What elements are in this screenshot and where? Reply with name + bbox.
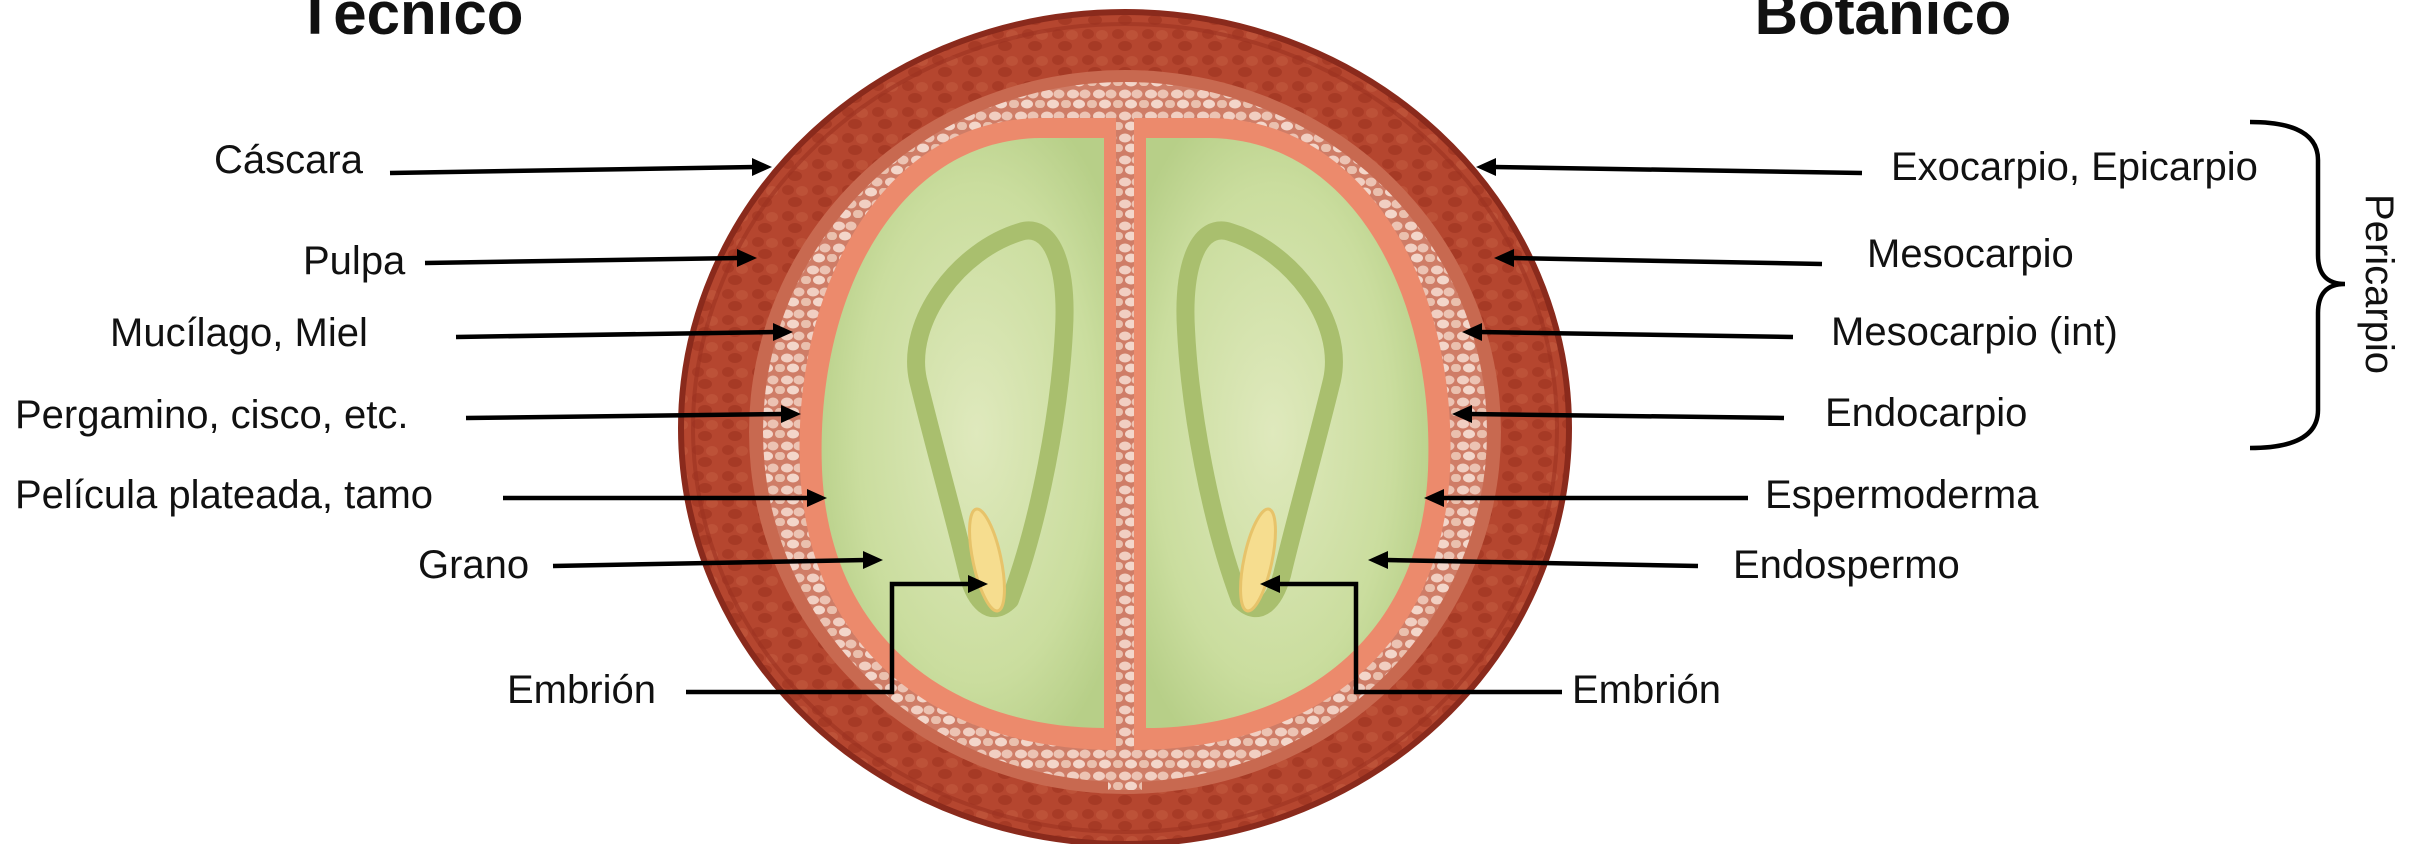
label-pergamino: Pergamino, cisco, etc. (15, 393, 409, 437)
pericarpio-brace: Pericarpio (2250, 122, 2401, 448)
label-grano: Grano (418, 543, 529, 587)
header-botanico: Botánico (1755, 0, 2012, 47)
label-mucilago: Mucílago, Miel (110, 311, 368, 355)
label-endocarpio: Endocarpio (1825, 391, 2027, 435)
header-tecnico: Técnico (297, 0, 524, 47)
label-mesocarpio-int: Mesocarpio (int) (1831, 310, 2118, 354)
label-embrion-right: Embrión (1572, 668, 1721, 712)
label-endospermo: Endospermo (1733, 543, 1960, 587)
label-exocarpio: Exocarpio, Epicarpio (1891, 145, 2258, 189)
label-cascara: Cáscara (214, 138, 364, 182)
label-mesocarpio: Mesocarpio (1867, 232, 2074, 276)
label-pulpa: Pulpa (303, 239, 406, 283)
label-pericarpio: Pericarpio (2357, 194, 2401, 374)
coffee-cherry-illustration (681, 12, 1569, 844)
label-espermoderma: Espermoderma (1765, 473, 2039, 517)
label-embrion-left: Embrión (507, 668, 656, 712)
label-pelicula: Película plateada, tamo (15, 473, 433, 517)
